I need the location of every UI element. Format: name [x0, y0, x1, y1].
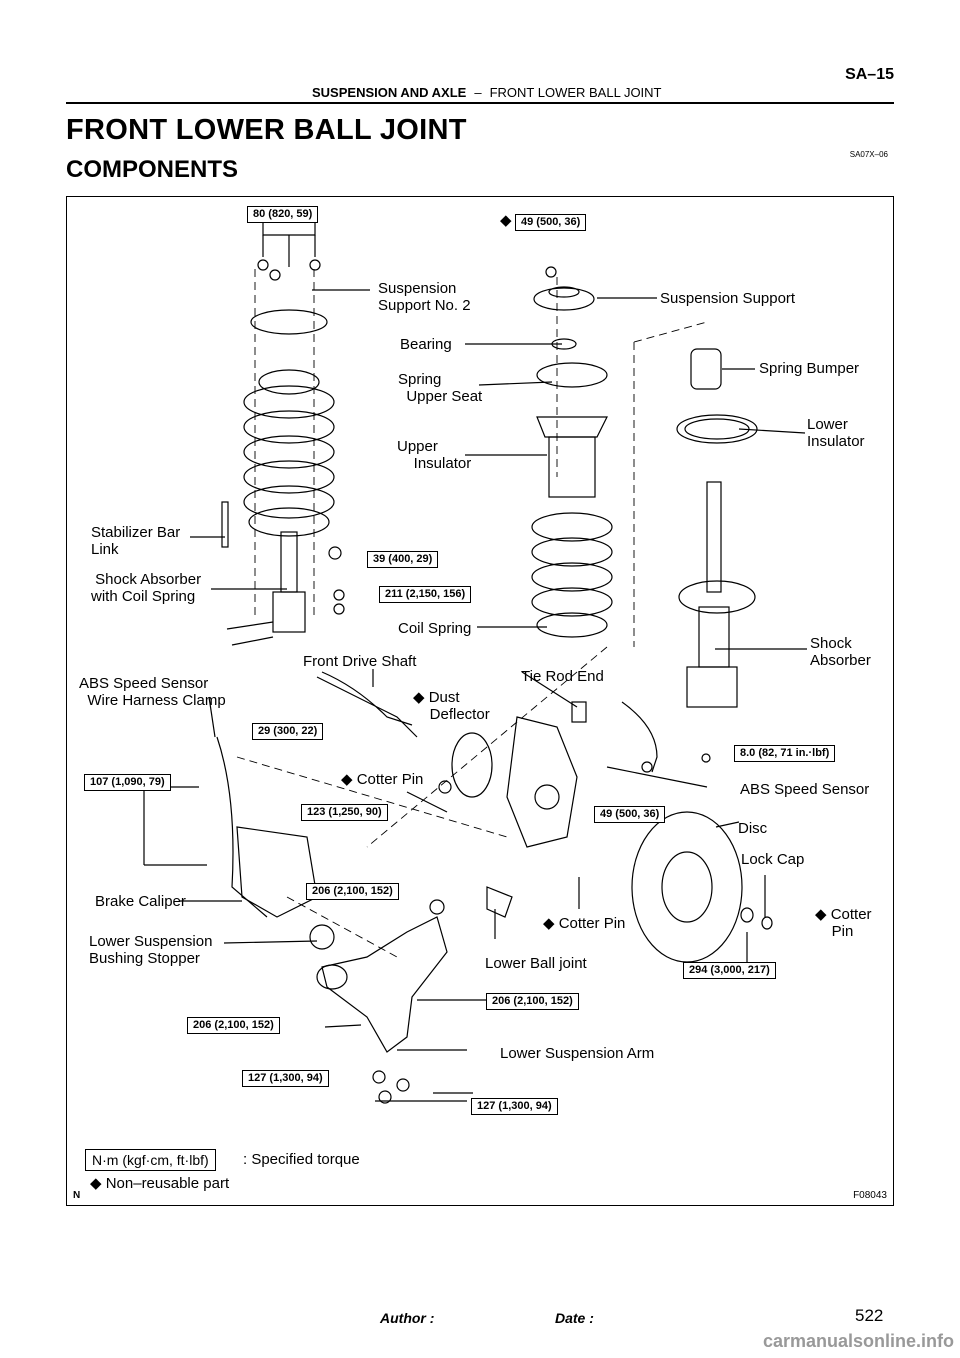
label-suspension-support: Suspension Support — [660, 290, 796, 307]
label-front-drive-shaft: Front Drive Shaft — [303, 653, 417, 670]
label-lock-cap: Lock Cap — [741, 851, 805, 868]
legend-nonreusable: ◆ Non–reusable part — [90, 1175, 230, 1192]
torque-box: 206 (2,100, 152) — [306, 883, 399, 900]
label-tie-rod-end: Tie Rod End — [521, 668, 604, 685]
torque-box: 80 (820, 59) — [247, 206, 319, 223]
doc-id: SA07X–06 — [849, 150, 888, 159]
label-lower-suspension-arm: Lower Suspension Arm — [500, 1045, 655, 1062]
components-diagram: Suspension Support No. 2 Suspension Supp… — [66, 196, 894, 1206]
label-cotter-pin-1: ◆ Cotter Pin — [341, 771, 424, 788]
label-cotter-pin-3: ◆ Cotter Pin — [815, 906, 872, 940]
legend-specified-torque: : Specified torque — [243, 1151, 360, 1168]
label-lower-suspension-bushing-stopper: Lower Suspension Bushing Stopper — [89, 933, 213, 967]
torque-box: 294 (3,000, 217) — [683, 962, 776, 979]
torque-box: 29 (300, 22) — [252, 723, 324, 740]
torque-box: 127 (1,300, 94) — [471, 1098, 558, 1115]
torque-box: 206 (2,100, 152) — [486, 993, 579, 1010]
torque-box: 107 (1,090, 79) — [84, 774, 171, 791]
label-dust-deflector: ◆ Dust Deflector — [413, 689, 490, 723]
label-cotter-pin-2: ◆ Cotter Pin — [543, 915, 626, 932]
label-shock-absorber: Shock Absorber — [810, 635, 871, 669]
header-section: SUSPENSION AND AXLE–FRONT LOWER BALL JOI… — [312, 85, 662, 100]
torque-box: 206 (2,100, 152) — [187, 1017, 280, 1034]
label-brake-caliper: Brake Caliper — [95, 893, 186, 910]
page-code: SA–15 — [845, 66, 894, 83]
watermark: carmanualsonline.info — [762, 1331, 954, 1351]
header-rule — [66, 102, 894, 104]
torque-box: 211 (2,150, 156) — [379, 586, 472, 603]
label-disc: Disc — [738, 820, 768, 837]
label-abs-wire-harness-clamp: ABS Speed Sensor Wire Harness Clamp — [79, 675, 226, 709]
label-lower-insulator: Lower Insulator — [807, 416, 865, 450]
label-upper-insulator: Upper Insulator — [397, 438, 472, 472]
label-spring-bumper: Spring Bumper — [759, 360, 860, 377]
torque-box: 127 (1,300, 94) — [242, 1070, 329, 1087]
torque-box: 123 (1,250, 90) — [301, 804, 388, 821]
label-stabilizer-bar-link: Stabilizer Bar Link — [91, 524, 181, 558]
torque-box: 49 (500, 36) — [594, 806, 666, 823]
corner-mark: N — [73, 1190, 81, 1201]
label-abs-speed-sensor: ABS Speed Sensor — [740, 781, 870, 798]
label-shock-absorber-coil: Shock Absorber with Coil Spring — [91, 571, 202, 605]
footer-date: Date : — [555, 1310, 594, 1326]
page-number: 522 — [855, 1306, 884, 1325]
label-lower-ball-joint: Lower Ball joint — [485, 955, 587, 972]
label-coil-spring: Coil Spring — [398, 620, 472, 637]
label-suspension-support-no2: Suspension Support No. 2 — [378, 280, 471, 314]
exploded-view-drawing — [143, 219, 807, 1104]
torque-box: 8.0 (82, 71 in.·lbf) — [734, 745, 836, 762]
torque-box: 49 (500, 36) — [515, 214, 587, 231]
page-title: FRONT LOWER BALL JOINT — [66, 114, 467, 146]
footer-author: Author : — [380, 1310, 435, 1326]
page-subtitle: COMPONENTS — [66, 156, 239, 183]
label-bearing: Bearing — [400, 336, 452, 353]
torque-box: 39 (400, 29) — [367, 551, 439, 568]
legend-unit-box: N·m (kgf·cm, ft·lbf) — [85, 1149, 216, 1171]
figure-id: F08043 — [853, 1190, 887, 1201]
nonreusable-diamond-icon: ◆ — [500, 212, 512, 229]
label-spring-upper-seat: Spring Upper Seat — [398, 371, 483, 405]
